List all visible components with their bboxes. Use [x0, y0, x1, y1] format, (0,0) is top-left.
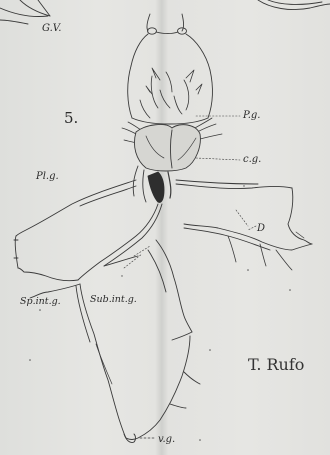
- label-cg: c.g.: [243, 155, 261, 165]
- label-vg: v.g.: [158, 435, 175, 445]
- label-spint: Sp.int.g.: [20, 297, 61, 307]
- gv-fragment: [0, 0, 50, 24]
- label-pg: P.g.: [243, 111, 260, 121]
- label-plg: Pl.g.: [36, 172, 59, 182]
- pharyngeal-lobes: [140, 68, 202, 118]
- stipple: [29, 185, 291, 441]
- artist-credit: T. Rufo: [248, 357, 304, 373]
- label-d: D: [257, 224, 265, 234]
- upper-capsule: [128, 14, 213, 124]
- top-right-fragment: [258, 0, 330, 10]
- cerebral-ganglion: [133, 125, 200, 203]
- figure-number: 5.: [64, 111, 78, 126]
- label-subint: Sub.int.g.: [90, 295, 137, 305]
- main-nerves: [18, 204, 200, 440]
- label-gv: G.V.: [42, 24, 61, 34]
- vg-terminal: [124, 434, 156, 443]
